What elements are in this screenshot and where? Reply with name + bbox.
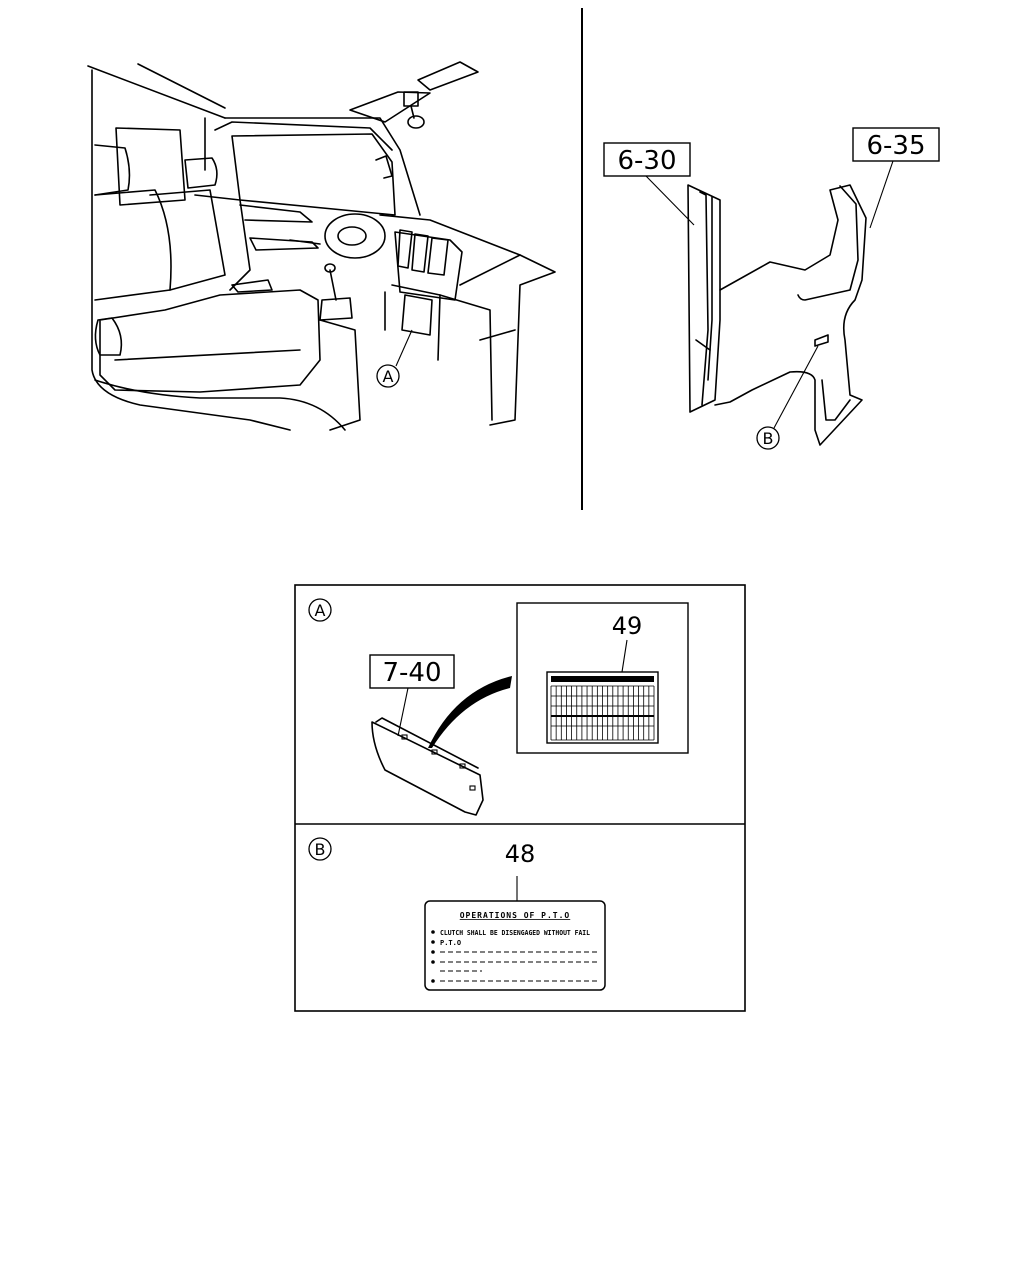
- part-ref-box-6-30: [603, 142, 691, 177]
- leader-6-35: [869, 160, 894, 229]
- leader-6-30: [645, 175, 695, 226]
- part-ref-box-7-40: [369, 654, 455, 689]
- part-ref-7-40: 7-40: [382, 658, 441, 688]
- item-49-number: 49: [612, 612, 643, 640]
- part-ref-6-30: 6-30: [617, 146, 676, 176]
- glove-box-lid-drawing: [371, 717, 484, 816]
- detail-arrow: [428, 676, 512, 748]
- detail-b-circle: [308, 837, 332, 861]
- detail-a-circle: [308, 598, 332, 622]
- detail-b-letter: B: [315, 840, 326, 859]
- callout-a-leader: [395, 329, 413, 367]
- detail-frame: [294, 584, 746, 1012]
- callout-b-leader: [773, 345, 819, 429]
- callout-b-letter: B: [763, 429, 774, 448]
- callout-a-letter: A: [383, 367, 394, 386]
- cab-interior-drawing: [87, 61, 556, 431]
- callout-a-circle: [376, 364, 400, 388]
- label-49-graphic: [546, 671, 659, 744]
- callout-b-circle: [756, 426, 780, 450]
- item-48-number: 48: [505, 840, 536, 868]
- part-ref-box-6-35: [852, 127, 940, 162]
- pto-label: OPERATIONS OF P.T.O CLUTCH SHALL BE DISE…: [424, 900, 606, 991]
- detail-a-letter: A: [315, 601, 326, 620]
- part-ref-6-35: 6-35: [866, 131, 925, 161]
- pto-label-line2: P.T.O: [440, 939, 461, 947]
- leader-49: [621, 639, 628, 673]
- pto-label-line1: CLUTCH SHALL BE DISENGAGED WITHOUT FAIL: [440, 929, 590, 937]
- pto-label-title: OPERATIONS OF P.T.O: [460, 911, 571, 920]
- side-trim-drawing: [687, 184, 867, 446]
